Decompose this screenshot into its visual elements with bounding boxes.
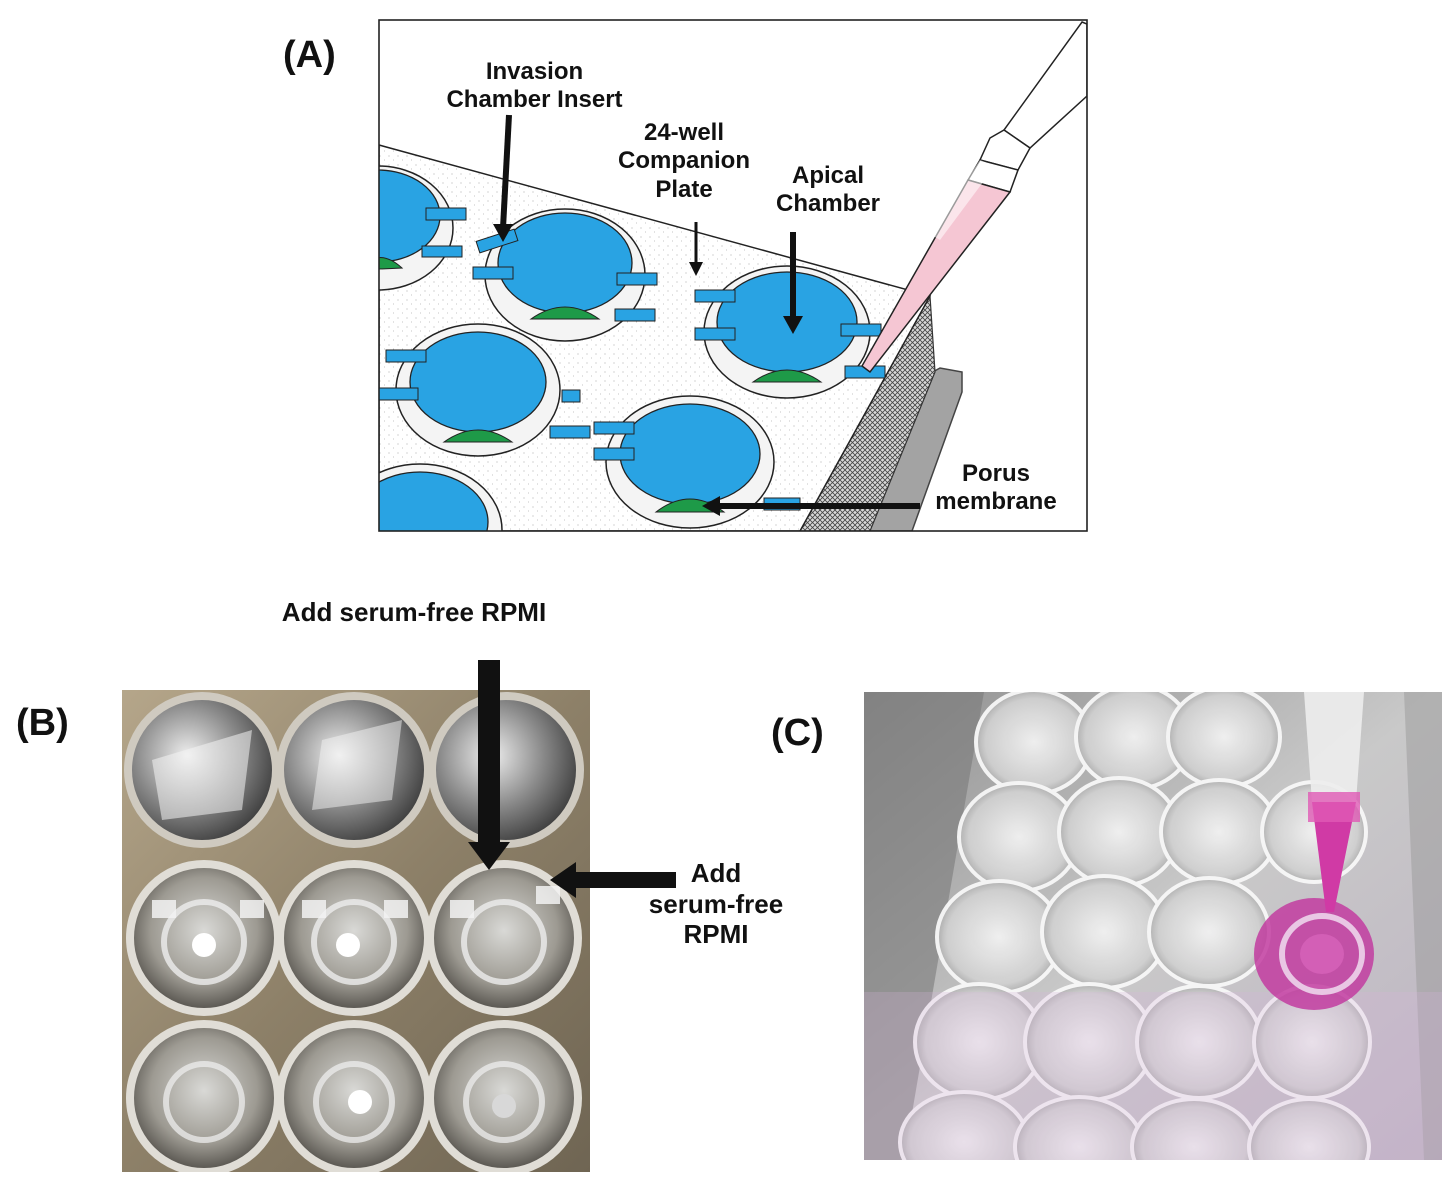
pipette (861, 21, 1087, 374)
well-4 (379, 323, 591, 457)
arrow-apical (783, 232, 803, 334)
arrow-insert (493, 114, 513, 242)
panel-a-schematic (378, 19, 1088, 532)
photo-b-row-3 (126, 1020, 582, 1172)
photo-c-pipette (1304, 692, 1364, 912)
arrow-membrane (702, 496, 920, 516)
label-companion-plate: 24-well Companion Plate (618, 119, 750, 203)
well-2 (472, 208, 658, 342)
panel-b-letter: (B) (16, 702, 69, 744)
well-6 (379, 463, 503, 531)
label-porus-membrane: Porus membrane (935, 460, 1057, 516)
photo-c-wells (898, 692, 1372, 1160)
panel-b-photo (122, 690, 590, 1172)
label-add-serum-free-side: Add serum-free RPMI (648, 858, 784, 950)
photo-b-row-2 (126, 860, 582, 1016)
photo-b-row-1 (124, 692, 584, 848)
plate-rail (869, 367, 963, 531)
label-apical-chamber: Apical Chamber (775, 162, 881, 218)
well-1 (379, 165, 467, 291)
label-invasion-chamber-insert: Invasion Chamber Insert (446, 58, 623, 114)
panel-c-photo (864, 692, 1442, 1160)
label-add-serum-free-top: Add serum-free RPMI (281, 597, 547, 627)
panel-a-letter: (A) (283, 34, 336, 76)
panel-c-letter: (C) (771, 712, 824, 754)
photo-c-magenta-well (1254, 898, 1374, 1010)
arrow-plate (689, 222, 703, 276)
panel-a-frame (378, 19, 1088, 532)
